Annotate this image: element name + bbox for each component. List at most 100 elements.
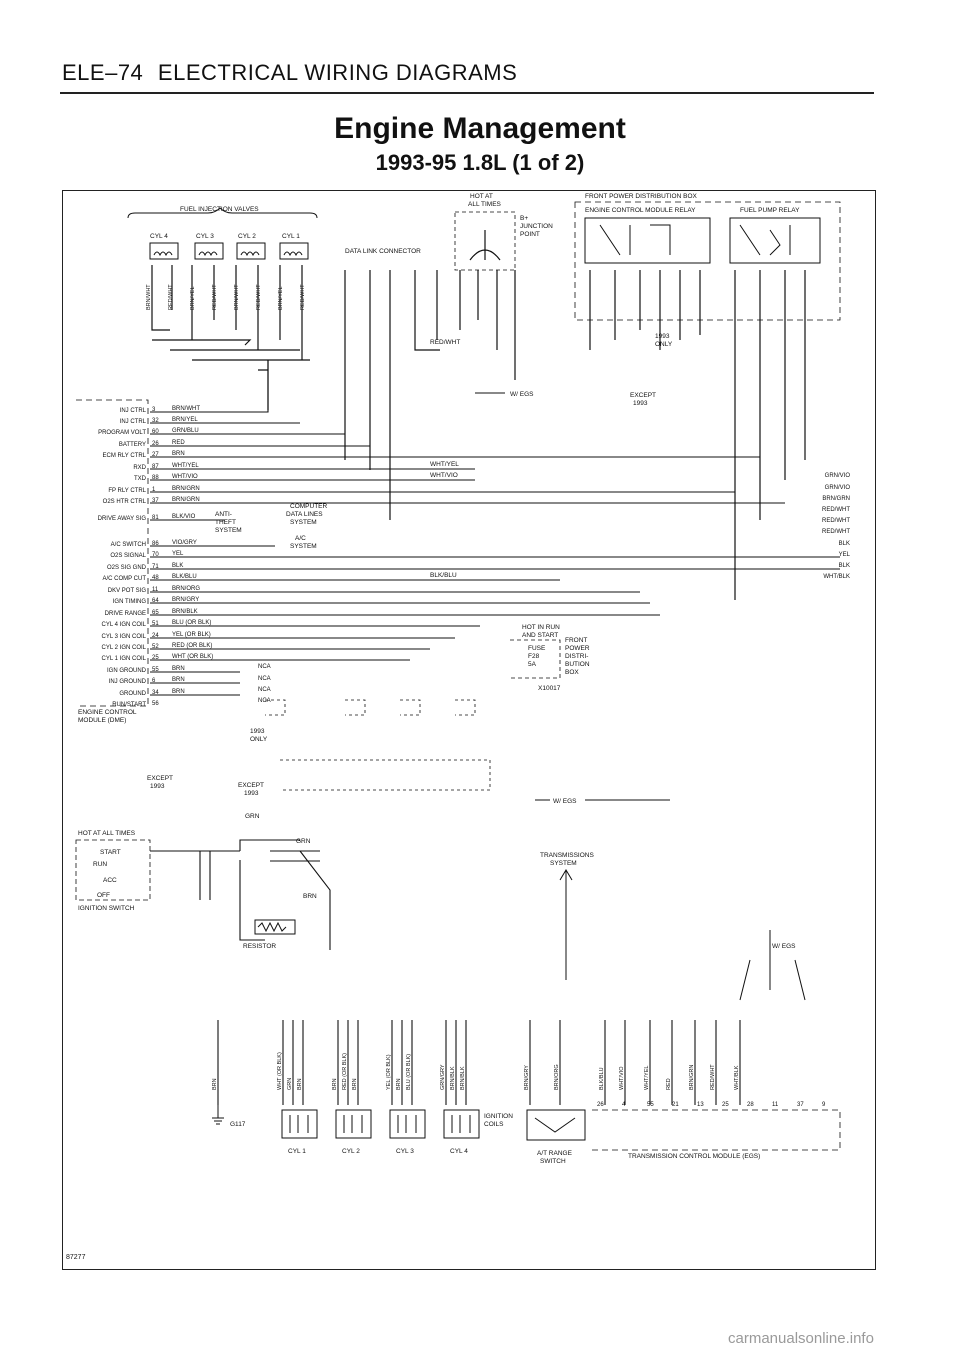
tcm-pin-number: 55	[647, 1102, 654, 1108]
ecm-pin-number: 55	[152, 667, 159, 673]
ecm-pin-number: 37	[152, 498, 159, 504]
right-wire-label: YEL	[839, 552, 851, 558]
resistor-box	[254, 919, 296, 935]
hot-in-run-b: AND START	[522, 632, 558, 639]
svg-text:RED/WHT: RED/WHT	[212, 284, 218, 310]
ecm-pin-label: IGN GROUND	[107, 668, 147, 674]
bottom-wire-label: WHT/YEL	[644, 1066, 650, 1090]
at-range-box	[526, 1109, 586, 1141]
except-1993-mid-a: EXCEPT	[147, 775, 173, 782]
ignition-coils-b: COILS	[484, 1121, 504, 1128]
ecm-pin-wire: BRN/YEL	[172, 417, 198, 423]
w-egs-top: W/ EGS	[510, 391, 534, 398]
cyl1-label: CYL 1	[282, 233, 300, 240]
bottom-wire-label: BRN	[352, 1078, 358, 1090]
bottom-wire-label: GRN/GRY	[440, 1064, 446, 1090]
bottom-wire-label: RED	[666, 1078, 672, 1090]
ecm-pin-wire: BRN/GRN	[172, 486, 200, 492]
ecm-label-a: ENGINE CONTROL	[78, 709, 137, 716]
junction-label: JUNCTION	[520, 223, 553, 230]
coil-cyl3: CYL 3	[396, 1148, 414, 1155]
header-rule	[60, 92, 874, 94]
fuel-pump-relay-label: FUEL PUMP RELAY	[740, 207, 800, 214]
injector-row	[149, 242, 309, 260]
except-1993-a: EXCEPT	[630, 392, 656, 399]
ecm-pin-label: INJ GROUND	[109, 679, 147, 685]
computer-lines-c: SYSTEM	[290, 519, 317, 526]
ign-off: OFF	[97, 892, 110, 899]
tcm-label: TRANSMISSION CONTROL MODULE (EGS)	[628, 1153, 760, 1160]
except-1993-mid-b: 1993	[150, 783, 165, 790]
cyl4-label: CYL 4	[150, 233, 168, 240]
ac-system-a: A/C	[295, 535, 306, 542]
bottom-wire-label: BLU (OR BLK)	[406, 1054, 412, 1090]
front-power-box-label: FRONT POWER DISTRIBUTION BOX	[585, 193, 697, 200]
ecm-pin-label: CYL 4 IGN COIL	[102, 622, 147, 628]
anti-theft-c: SYSTEM	[215, 527, 242, 534]
ignition-coils-a: IGNITION	[484, 1113, 513, 1120]
ecm-pin-label: TXD	[134, 476, 147, 482]
ecm-pin-label: ECM RLY CTRL	[103, 453, 147, 459]
ecm-pin-number: 65	[152, 610, 159, 616]
ecm-pin-number: 48	[152, 575, 159, 581]
ecm-pin-number: 34	[152, 690, 159, 696]
only-1993-mid-b: ONLY	[250, 736, 268, 743]
only-1993-b: ONLY	[655, 341, 673, 348]
svg-text:BRN/WHT: BRN/WHT	[234, 284, 240, 310]
right-wire-label: RED/WHT	[822, 518, 850, 524]
grn-label-2: GRN	[296, 838, 311, 845]
ecm-pin-label: O2S SIGNAL	[110, 553, 146, 559]
ecm-pin-number: 26	[152, 441, 159, 447]
bottom-wire-label: RED (OR BLK)	[342, 1053, 348, 1090]
ecm-pin-number: 64	[152, 598, 159, 604]
bottom-wire-label: BRN/BLK	[460, 1066, 466, 1090]
ecm-pin-number: 11	[152, 587, 159, 593]
svg-text:BRN/WHT: BRN/WHT	[146, 284, 152, 310]
ecm-pin-number: 25	[152, 655, 159, 661]
only-1993-a: 1993	[655, 333, 670, 340]
bottom-wire-label: BRN/BLK	[450, 1066, 456, 1090]
all-times-label: ALL TIMES	[468, 201, 502, 208]
svg-text:POWER: POWER	[565, 645, 590, 652]
ecm-pin-number: 56	[152, 701, 159, 707]
figure-id: 87277	[66, 1254, 86, 1261]
right-wire-label: BLK	[839, 541, 850, 547]
wht-yel-mid: WHT/YEL	[430, 461, 459, 468]
tcm-pin-number: 37	[797, 1102, 804, 1108]
ecm-pin-label: DRIVE AWAY SIG	[98, 516, 147, 522]
except-1993-mid2-a: EXCEPT	[238, 782, 264, 789]
ac-system-b: SYSTEM	[290, 543, 317, 550]
ecm-pin-wire: BRN/GRN	[172, 497, 200, 503]
tcm-pin-number: 9	[822, 1102, 826, 1108]
ecm-pin-number: 3	[152, 407, 156, 413]
bottom-wire-label: BRN	[212, 1078, 218, 1090]
fuse-id: F28	[528, 653, 540, 660]
ecm-pin-wire: BRN	[172, 451, 185, 457]
ecm-pin-number: 6	[152, 678, 156, 684]
w-egs-right: W/ EGS	[772, 943, 796, 950]
ecm-pin-label: A/C SWITCH	[111, 542, 146, 548]
ecm-pin-label: RXD	[133, 465, 146, 471]
tcm-pin-number: 21	[672, 1102, 679, 1108]
svg-text:BRN/YEL: BRN/YEL	[278, 286, 284, 310]
ecm-pin-wire: BRN/BLK	[172, 609, 198, 615]
bottom-wire-label: BRN/GRN	[689, 1065, 695, 1090]
diagram-subtitle: 1993-95 1.8L (1 of 2)	[375, 150, 585, 175]
watermark: carmanualsonline.info	[728, 1330, 874, 1347]
tcm-pin-number: 11	[772, 1102, 779, 1108]
ecm-pin-label: A/C COMP CUT	[102, 576, 146, 582]
page-code: ELE–74	[62, 60, 144, 85]
bottom-wire-label: YEL (OR BLK)	[386, 1054, 392, 1090]
ecm-pin-wire: WHT/YEL	[172, 463, 199, 469]
fuel-pump-relay-box	[729, 217, 821, 264]
at-range-b: SWITCH	[540, 1158, 566, 1165]
grn-label: GRN	[245, 813, 260, 820]
svg-text:DISTRI-: DISTRI-	[565, 653, 588, 660]
ecm-pin-number: 60	[152, 429, 159, 435]
svg-text:NCA: NCA	[258, 676, 271, 682]
ecm-pin-wire: BRN/GRY	[172, 597, 199, 603]
bottom-wire-label: WHT/VIO	[619, 1066, 625, 1090]
ecm-pin-wire: RED (OR BLK)	[172, 643, 212, 649]
svg-text:RED/WHT: RED/WHT	[300, 284, 306, 310]
